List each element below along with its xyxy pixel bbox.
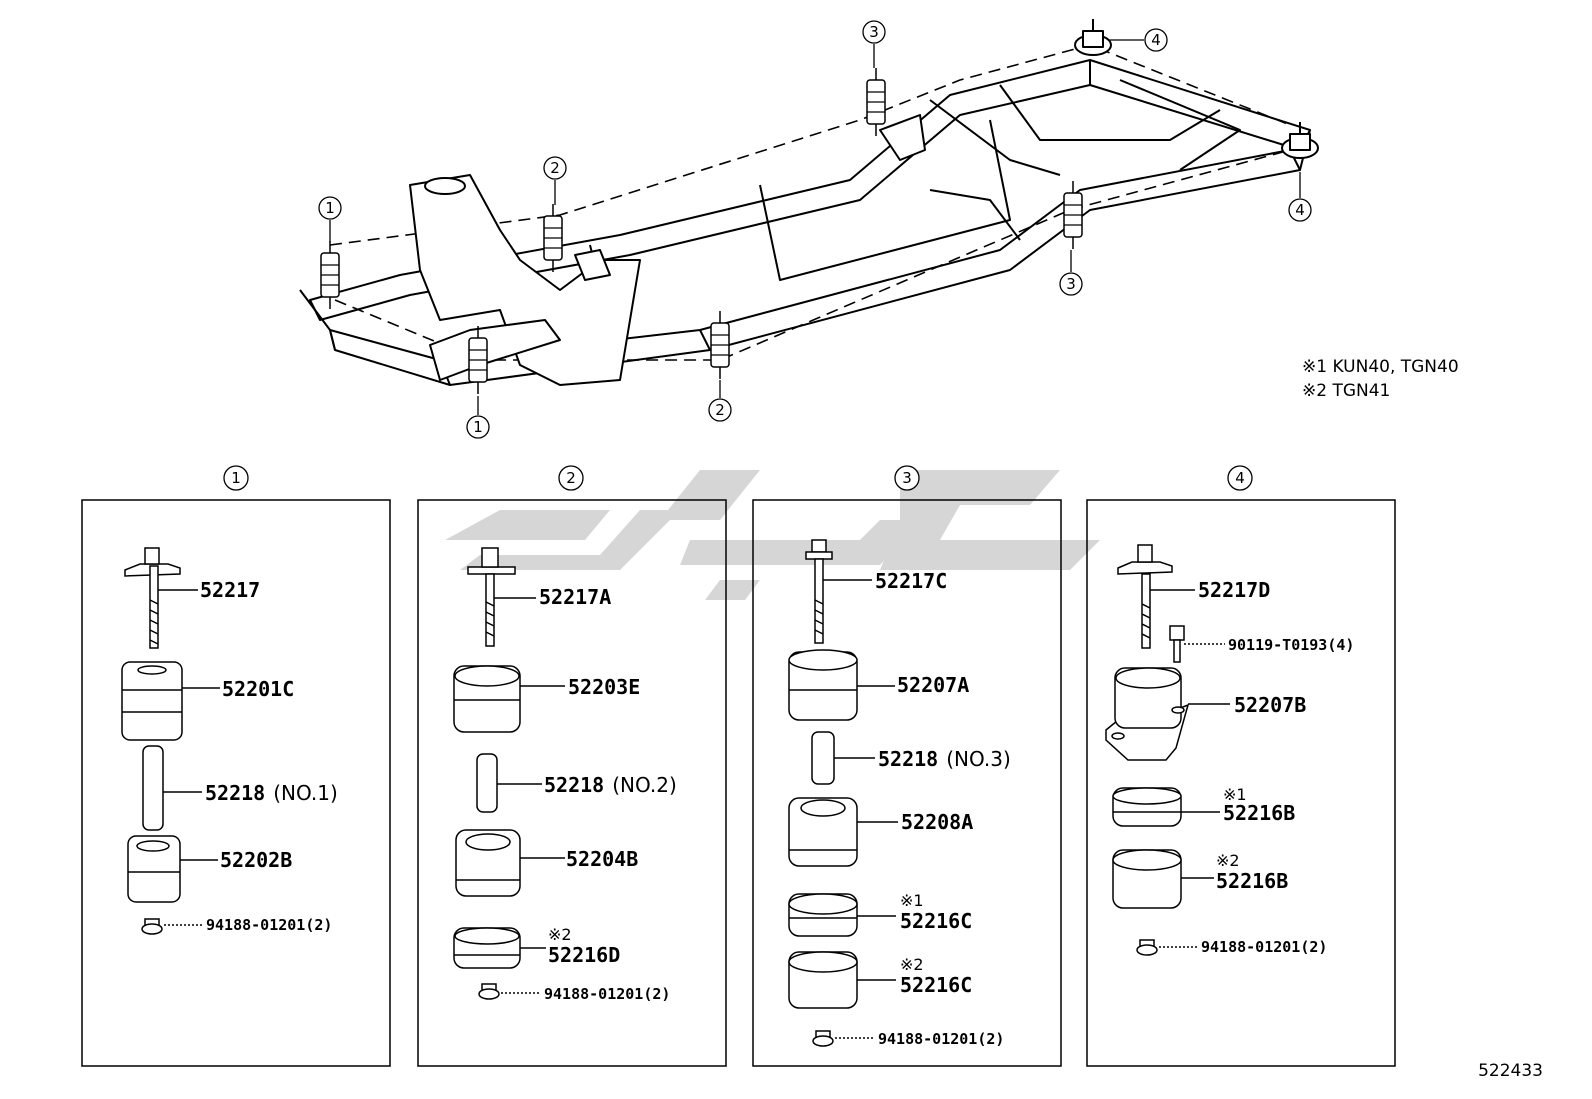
svg-text:1: 1 bbox=[231, 469, 241, 487]
svg-text:3: 3 bbox=[1066, 275, 1076, 293]
collar-drawing bbox=[811, 731, 835, 785]
panel-4-parts bbox=[1105, 544, 1230, 956]
part-label: 52216B bbox=[1223, 801, 1295, 825]
panel-3-parts bbox=[788, 539, 898, 1047]
panel-2-header: 2 bbox=[558, 465, 584, 491]
cushion-tall-drawing bbox=[788, 951, 858, 1009]
cushion-drawing bbox=[453, 665, 521, 733]
panel-boxes bbox=[81, 499, 1396, 1067]
svg-text:4: 4 bbox=[1151, 31, 1161, 49]
part-label: 94188-01201(2) bbox=[206, 916, 332, 934]
part-label: 52217 bbox=[200, 578, 260, 602]
part-label: 52218(NO.1) bbox=[205, 781, 338, 805]
part-label: 52218(NO.3) bbox=[878, 747, 1011, 771]
panel-3-labels: 52217C 52207A 52218(NO.3) 52208A ※1 5221… bbox=[875, 569, 1011, 1048]
svg-text:1: 1 bbox=[325, 199, 335, 217]
svg-text:3: 3 bbox=[869, 23, 879, 41]
callout-circles: 1 1 2 2 3 3 4 4 bbox=[318, 20, 1312, 439]
watermark-logo bbox=[445, 470, 1100, 600]
cushion-lower-drawing bbox=[127, 835, 181, 903]
part-label: 52207A bbox=[897, 673, 969, 697]
panel-4-box bbox=[1086, 499, 1396, 1067]
cushion-flange-drawing bbox=[1105, 667, 1190, 761]
panel-4-header: 4 bbox=[1227, 465, 1253, 491]
part-label: 52207B bbox=[1234, 693, 1306, 717]
panel-2-parts bbox=[453, 547, 565, 1000]
svg-text:1: 1 bbox=[473, 418, 483, 436]
panel-1-box bbox=[81, 499, 391, 1067]
panel-2-labels: 52217A 52203E 52218(NO.2) 52204B ※2 5221… bbox=[539, 585, 677, 1003]
part-label: 52216D bbox=[548, 943, 620, 967]
cushion-drawing bbox=[121, 661, 183, 741]
panel-1-header: 1 bbox=[223, 465, 249, 491]
part-label: 94188-01201(2) bbox=[1201, 938, 1327, 956]
callout-4b: 4 bbox=[1288, 198, 1312, 222]
callout-3b: 3 bbox=[1059, 272, 1083, 296]
svg-text:3: 3 bbox=[902, 469, 912, 487]
note-mark: ※2 bbox=[900, 955, 924, 974]
note-mark: ※1 bbox=[900, 891, 924, 910]
bolt-drawing bbox=[467, 547, 516, 647]
note-mark: ※1 bbox=[1223, 785, 1247, 804]
callout-4a: 4 bbox=[1144, 28, 1168, 52]
bolt-drawing bbox=[124, 547, 181, 649]
note-mark: ※2 bbox=[548, 925, 572, 944]
part-label: 52217D bbox=[1198, 578, 1270, 602]
svg-text:2: 2 bbox=[566, 469, 576, 487]
part-label: 52216C bbox=[900, 973, 972, 997]
panel-2-box bbox=[417, 499, 727, 1067]
part-label: 52202B bbox=[220, 848, 292, 872]
part-label: 52201C bbox=[222, 677, 294, 701]
svg-text:4: 4 bbox=[1235, 469, 1245, 487]
cushion-thin-drawing bbox=[788, 893, 858, 937]
panel-3-header: 3 bbox=[894, 465, 920, 491]
part-label: 90119-T0193(4) bbox=[1228, 636, 1354, 654]
part-label: 52208A bbox=[901, 810, 973, 834]
footnote-2: ※2 TGN41 bbox=[1302, 381, 1390, 401]
part-label: 52216B bbox=[1216, 869, 1288, 893]
callout-1b: 1 bbox=[466, 415, 490, 439]
svg-text:2: 2 bbox=[715, 401, 725, 419]
callout-2b: 2 bbox=[708, 398, 732, 422]
part-label: 52216C bbox=[900, 909, 972, 933]
bolt-drawing bbox=[805, 539, 833, 644]
cushion-lower-drawing bbox=[788, 797, 858, 867]
small-bolt-drawing bbox=[1169, 625, 1185, 663]
panel-3-box bbox=[752, 499, 1062, 1067]
svg-text:4: 4 bbox=[1295, 201, 1305, 219]
diagram-number: 522433 bbox=[1478, 1061, 1543, 1081]
panel-4-labels: 52217D 90119-T0193(4) 52207B ※1 52216B ※… bbox=[1198, 578, 1354, 956]
svg-text:2: 2 bbox=[550, 159, 560, 177]
part-label: 94188-01201(2) bbox=[544, 985, 670, 1003]
cushion-thin-drawing bbox=[453, 927, 521, 969]
cushion-drawing bbox=[788, 649, 858, 721]
callout-3a: 3 bbox=[862, 20, 886, 44]
callout-2a: 2 bbox=[543, 156, 567, 180]
cushion-thin-drawing bbox=[1112, 787, 1182, 827]
part-label: 52217A bbox=[539, 585, 611, 609]
bolt-drawing bbox=[1117, 544, 1173, 649]
callout-leaders bbox=[329, 39, 1301, 415]
collar-drawing bbox=[142, 745, 164, 831]
panel-headers: 1 2 3 4 bbox=[223, 465, 1253, 491]
part-label: 52217C bbox=[875, 569, 947, 593]
cushion-tall-drawing bbox=[1112, 849, 1182, 909]
panel-1-parts bbox=[121, 547, 220, 935]
panel-1-labels: 52217 52201C 52218(NO.1) 52202B 94188-01… bbox=[200, 578, 338, 934]
chassis-frame-drawing bbox=[299, 19, 1319, 395]
part-label: 52203E bbox=[568, 675, 640, 699]
part-label: 94188-01201(2) bbox=[878, 1030, 1004, 1048]
note-mark: ※2 bbox=[1216, 851, 1240, 870]
footnote-1: ※1 KUN40, TGN40 bbox=[1302, 357, 1459, 377]
cushion-lower-drawing bbox=[455, 829, 521, 897]
part-label: 52218(NO.2) bbox=[544, 773, 677, 797]
part-label: 52204B bbox=[566, 847, 638, 871]
callout-1a: 1 bbox=[318, 196, 342, 220]
collar-drawing bbox=[476, 753, 498, 813]
